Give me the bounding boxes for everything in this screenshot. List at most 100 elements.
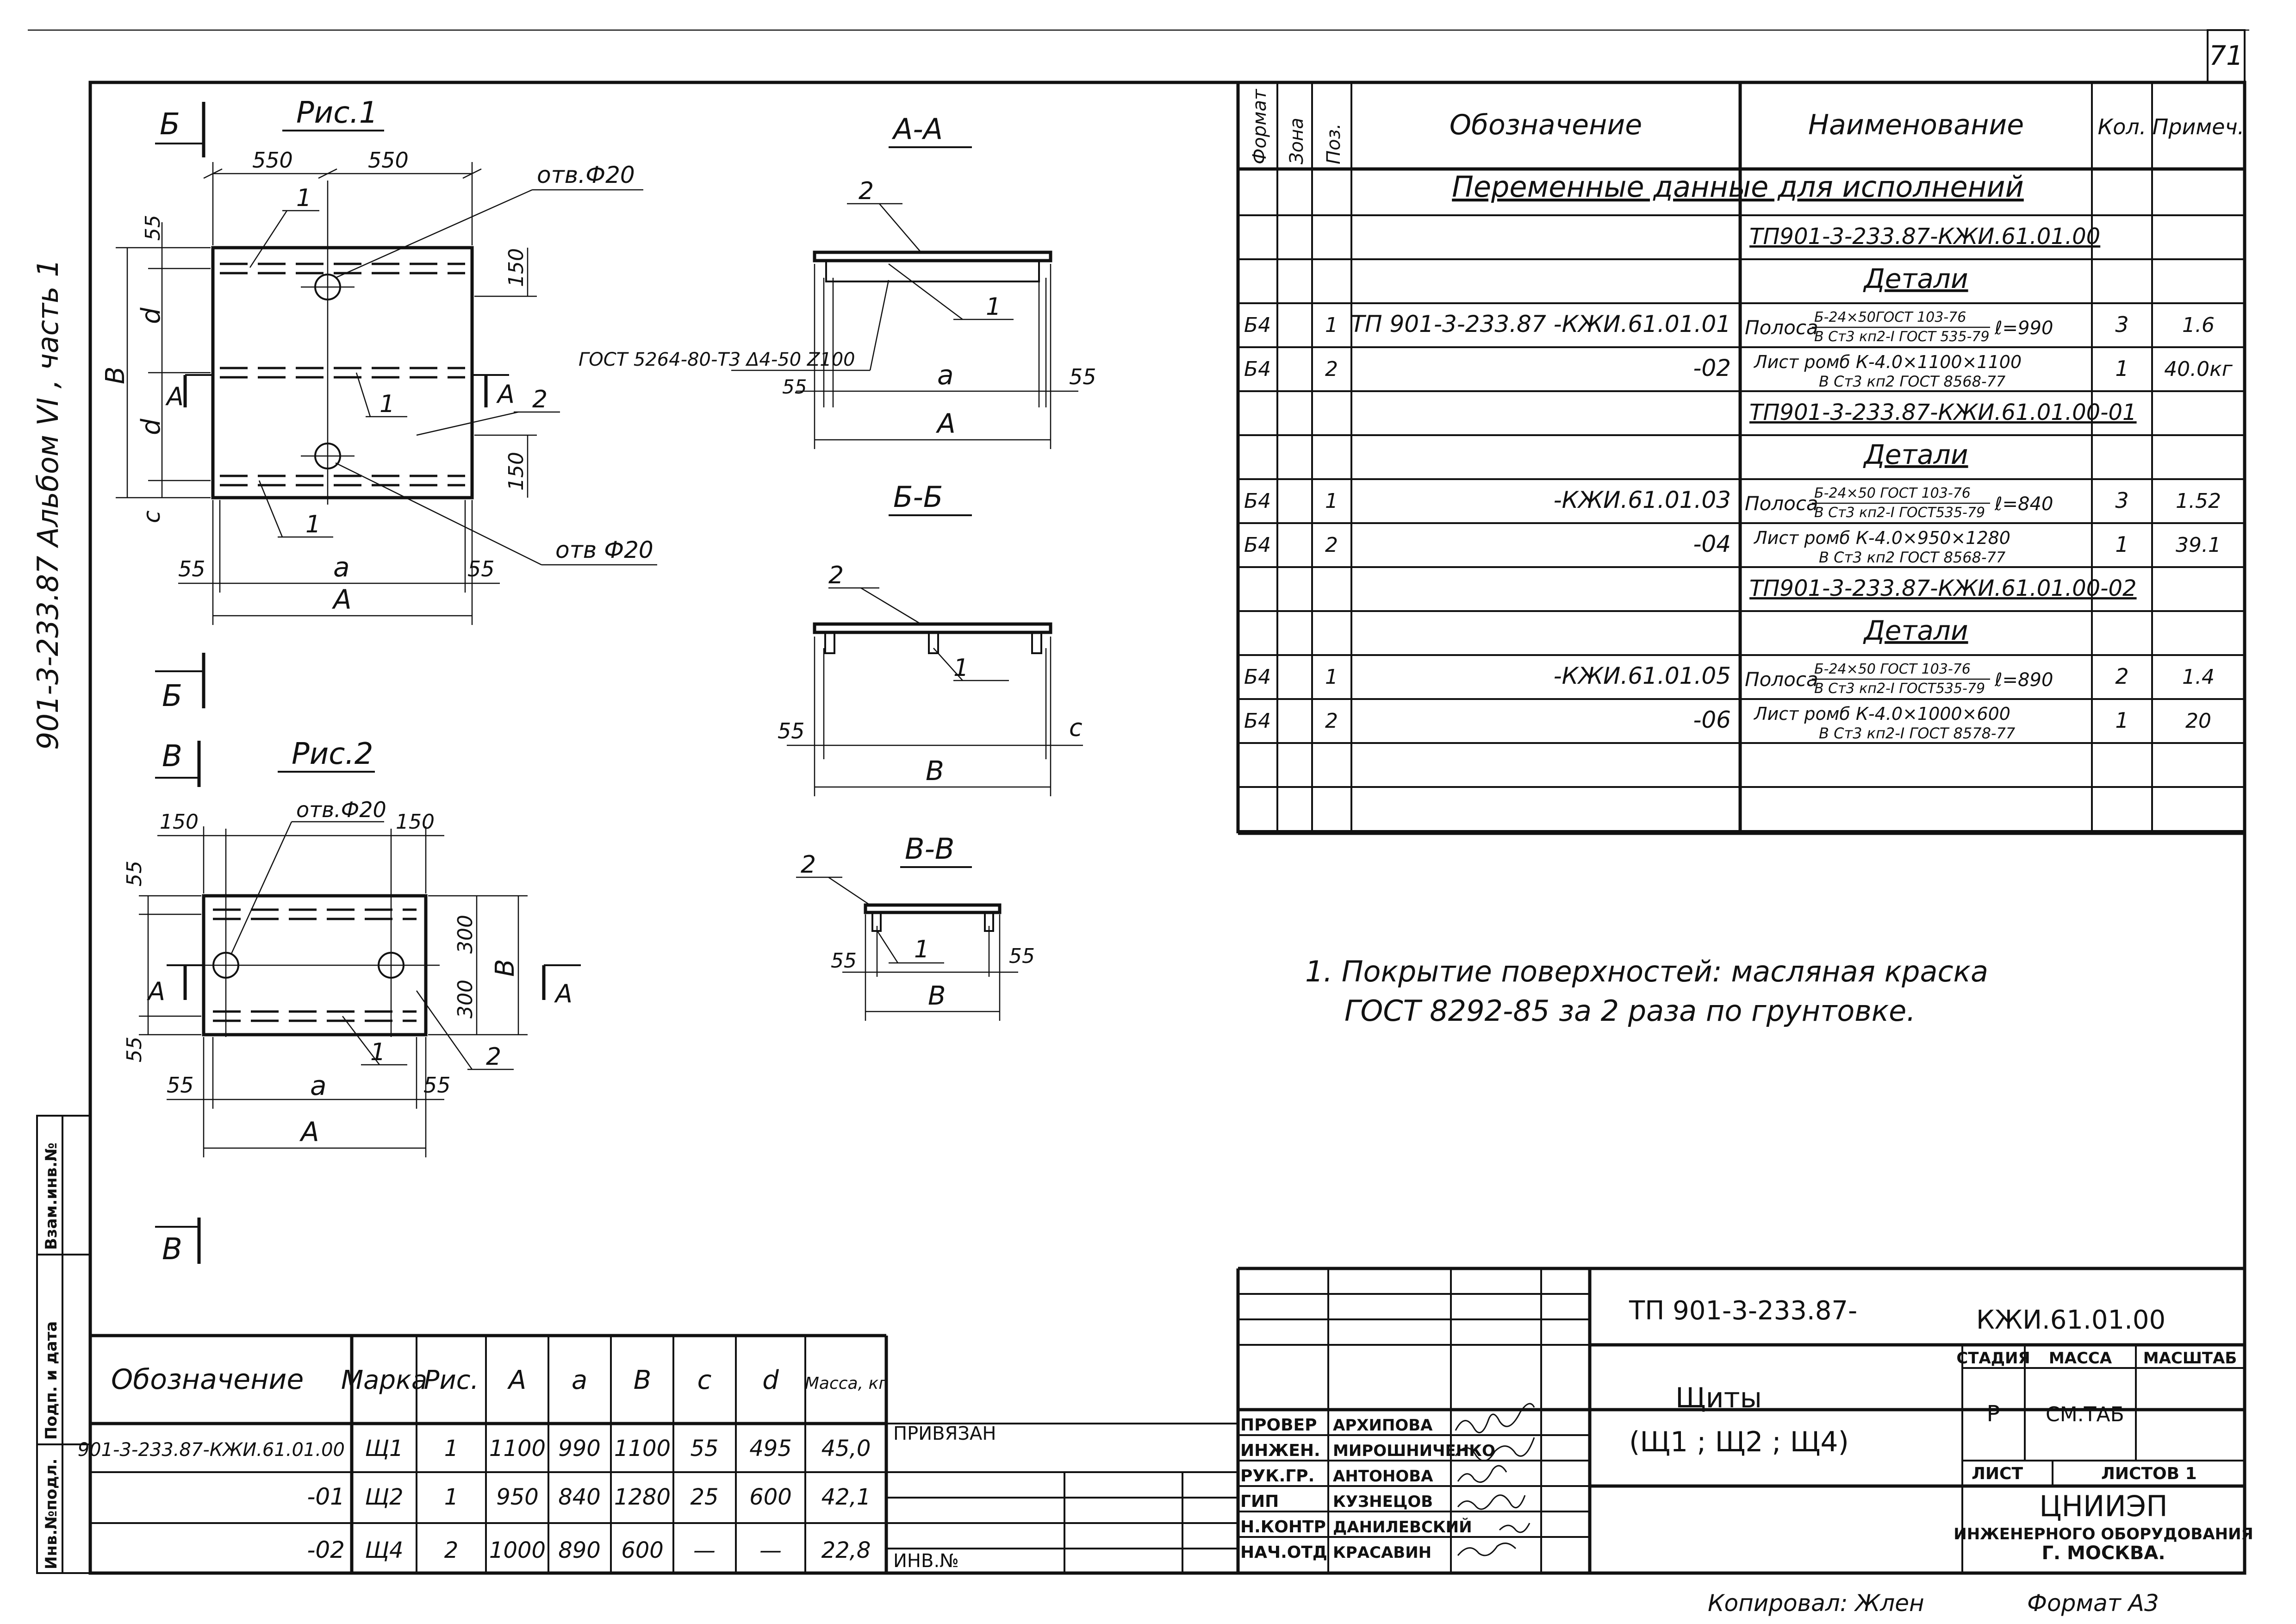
variant-cell: 1000 (489, 1537, 546, 1563)
spec-row-format: Б4 (1244, 533, 1271, 557)
role-title: НАЧ.ОТД (1240, 1543, 1327, 1562)
spec-header-qty: Кол. (2098, 114, 2147, 139)
attach-grid (886, 1423, 1238, 1573)
note-line-2: ГОСТ 8292-85 за 2 раза по грунтовке. (1344, 994, 1916, 1028)
spec-row-format: Б4 (1244, 357, 1271, 381)
fig1-pos-1c: 1 (305, 511, 321, 538)
figure-2: Рис.2 В В (139, 737, 581, 1267)
fig2-dim-150-left: 150 (160, 810, 199, 834)
spec-row-name-2: В Ст3 кп2 ГОСТ 8568-77 (1819, 549, 2006, 566)
role-title: ИНЖЕН. (1240, 1441, 1320, 1460)
spec-row-frac-bottom: В Ст3 кп2-I ГОСТ 535-79 (1814, 329, 1990, 345)
stamp-podp-data: Подп. и дата (42, 1321, 61, 1440)
role-title: ПРОВЕР (1240, 1416, 1317, 1435)
secaa-title: А-А (891, 112, 943, 146)
title-name-2: (Щ1 ; Щ2 ; Щ4) (1629, 1426, 1849, 1458)
variants-header-8: Масса, кг (805, 1374, 888, 1393)
secbb-pos-2: 2 (828, 562, 844, 589)
spec-row-note: 1.52 (2176, 489, 2221, 513)
stamp-vzam-inv: Взам.инв.№ (42, 1143, 61, 1250)
fig2-section-a-left: А (147, 977, 165, 1006)
variant-cell: 1 (444, 1484, 459, 1510)
spec-row-name: Лист ромб К-4.0×1000×600 (1753, 704, 2010, 724)
secvv-dim-55-left: 55 (831, 949, 857, 973)
fig1-dim-150-top: 150 (504, 248, 528, 287)
role-name: АНТОНОВА (1333, 1467, 1433, 1486)
secbb-pos-1: 1 (953, 654, 969, 682)
spec-header-zone: Зона (1286, 118, 1307, 164)
sheet-frame (28, 29, 2249, 1575)
role-title: Н.КОНТР (1240, 1518, 1326, 1537)
section-bb: Б-Б (787, 480, 1083, 796)
spec-row-name: Полоса (1745, 492, 1818, 515)
spec-row-note: 1.6 (2182, 313, 2215, 337)
fig2-dim-55-right: 55 (423, 1073, 451, 1098)
spec-row-name: Полоса (1745, 316, 1818, 339)
role-name: МИРОШНИЧЕНКО (1333, 1442, 1495, 1460)
secaa-dim-55-left: 55 (782, 375, 807, 398)
spec-row-name: Лист ромб К-4.0×950×1280 (1753, 528, 2010, 548)
spec-row-frac-top: Б-24×50 ГОСТ 103-76 (1814, 661, 1971, 677)
section-vv: В-В (796, 832, 1018, 1021)
fig1-dim-A: А (331, 584, 352, 615)
fig1-dim-55-left: 55 (178, 556, 205, 581)
secbb-dim-55: 55 (778, 718, 805, 743)
spec-row-length: ℓ=890 (1994, 669, 2053, 691)
spec-row-ref: ТП901-3-233.87-КЖИ.61.01.00-02 (1749, 575, 2137, 601)
role-title: РУК.ГР. (1240, 1467, 1314, 1486)
title-roles: ПРОВЕР АРХИПОВА ИНЖЕН. МИРОШНИЧЕНКО РУК.ГР. А… (1240, 1416, 1495, 1562)
variants-header-1: Марка (341, 1365, 427, 1395)
sheet-number: 71 (2209, 40, 2243, 71)
spec-row-note: 20 (2185, 709, 2211, 733)
variant-cell: 55 (690, 1436, 718, 1462)
variant-cell: 890 (558, 1537, 601, 1563)
role-name: АРХИПОВА (1333, 1416, 1433, 1435)
fig2-dim-300-top: 300 (454, 915, 477, 954)
spec-row-designation: -КЖИ.61.01.03 (1554, 487, 1731, 513)
spec-header-name: Наименование (1808, 109, 2024, 141)
variant-cell: 495 (749, 1436, 792, 1462)
spec-row-ref: ТП901-3-233.87-КЖИ.61.01.00-01 (1749, 400, 2137, 425)
spec-row-ref: ТП901-3-233.87-КЖИ.61.01.00 (1749, 224, 2100, 250)
variants-header-2: Рис. (424, 1365, 479, 1395)
spec-table-grid (1236, 82, 2245, 835)
spec-row-designation: -02 (1693, 355, 1731, 381)
secbb-title: Б-Б (893, 480, 943, 514)
secbb-dim-B: В (926, 755, 944, 787)
spec-row-qty: 2 (2115, 664, 2128, 689)
spec-row-name: Полоса (1745, 668, 1818, 691)
variant-designation: -01 (307, 1483, 345, 1510)
fig2-section-v-bottom: В (162, 1232, 182, 1267)
spec-row-details-head: Детали (1862, 263, 1968, 294)
spec-row-pos: 2 (1325, 357, 1338, 381)
spec-header-format: Формат (1249, 88, 1270, 164)
fig1-dim-55-top: 55 (141, 215, 165, 241)
variant-cell: Щ1 (365, 1436, 403, 1462)
signatures (1455, 1403, 1535, 1556)
variant-cell: Щ2 (365, 1484, 403, 1510)
secaa-weld-note: ГОСТ 5264-80-Т3 Δ4-50 Z100 (579, 349, 855, 370)
spec-section-title: Переменные данные для исполнений (1452, 170, 2024, 204)
role-name: ДАНИЛЕВСКИЙ (1333, 1518, 1472, 1537)
fig1-section-a-right: А (496, 380, 515, 409)
fig2-title: Рис.2 (292, 737, 373, 771)
fig2-dim-55-top: 55 (123, 861, 146, 887)
fig2-dim-55-bottom: 55 (123, 1037, 146, 1062)
spec-row-qty: 1 (2115, 532, 2128, 557)
footer-format: Формат А3 (2027, 1590, 2159, 1617)
title-stage-header: СТАДИЯ (1956, 1349, 2030, 1368)
spec-row-pos: 2 (1325, 709, 1338, 733)
title-name-1: Щиты (1675, 1382, 1762, 1414)
title-code: ТП 901-3-233.87- (1629, 1296, 1857, 1326)
fig1-hole-top-label: отв.Ф20 (537, 162, 635, 188)
fig1-pos-1a: 1 (296, 184, 311, 212)
fig2-section-v-top: В (162, 739, 182, 774)
title-mass-header: МАССА (2049, 1349, 2112, 1368)
spec-row-length: ℓ=990 (1994, 318, 2053, 339)
variant-cell: 600 (749, 1484, 792, 1510)
role-name: КРАСАВИН (1333, 1543, 1431, 1562)
figure-1: Рис.1 Б Б (116, 96, 657, 713)
fig2-dim-55-left: 55 (167, 1073, 194, 1098)
fig1-dim-a: а (333, 551, 350, 583)
